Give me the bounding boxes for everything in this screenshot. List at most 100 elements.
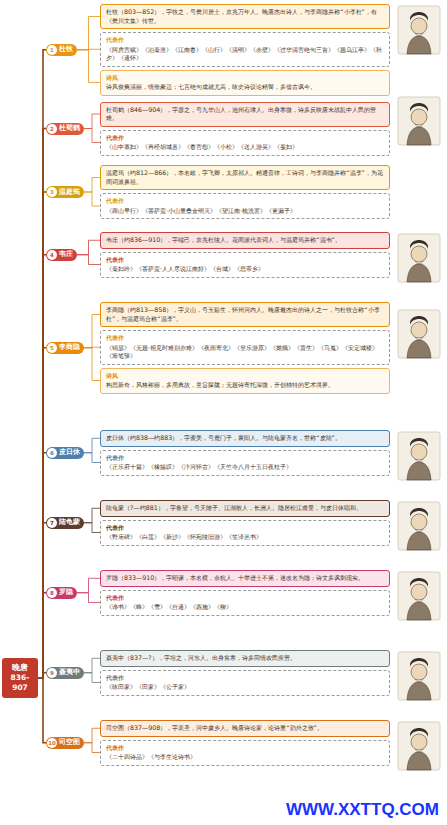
branch-connector	[84, 453, 100, 463]
body-text: 《商山早行》《菩萨蛮·小山重叠金明灭》《望江南·梳洗罢》《更漏子》	[106, 207, 384, 216]
branch-title: 罗隐	[59, 588, 73, 597]
detail-box: 诗风构思新奇，风格秾丽，多用典故，意旨朦胧；无题诗寄托深微，开创独特的艺术境界。	[100, 368, 390, 394]
body-text: 《谗书》《蜂》《雪》《自遣》《西施》《柳》	[106, 603, 384, 612]
branch-label: 2杜荀鹤	[46, 123, 84, 135]
poet-portrait	[398, 6, 440, 54]
section-heading: 代表作	[106, 134, 384, 143]
branch-connector	[77, 255, 100, 265]
branch-connector	[84, 114, 100, 129]
branch-connector	[84, 192, 100, 206]
branch-title: 陆龟蒙	[59, 518, 80, 527]
branch-connector	[38, 50, 46, 678]
branch-number: 9	[47, 668, 57, 678]
branch-number: 4	[47, 250, 57, 260]
detail-box: 代表作《锦瑟》《无题·相见时难别亦难》《夜雨寄北》《登乐游原》《嫦娥》《贾生》《…	[100, 330, 390, 365]
section-heading: 代表作	[106, 674, 384, 683]
poet-portrait	[398, 722, 440, 770]
watermark: WWW.XXTTQ.COM	[286, 800, 439, 820]
section-heading: 代表作	[106, 256, 384, 265]
section-heading: 代表作	[106, 334, 384, 343]
section-heading: 代表作	[106, 524, 384, 533]
branch-label: 4韦庄	[46, 249, 77, 261]
branch-connector	[77, 50, 100, 83]
body-text: 司空图（837—908），字表圣，河中虞乡人。晚唐诗论家，论诗重“韵外之致”。	[106, 724, 384, 733]
root-box: 晚唐 836-907	[2, 658, 38, 698]
body-text: 韦庄（约836—910），字端己，京兆杜陵人。花间派代表词人，与温庭筠并称“温韦…	[106, 236, 384, 245]
body-text: 李商隐（约813—858），字义山，号玉谿生，怀州河内人。晚唐最杰出的诗人之一，…	[106, 306, 384, 323]
branch-label: 9聂夷中	[46, 667, 84, 679]
body-text: 《野庙碑》《白莲》《新沙》《怀宛陵旧游》《笠泽丛书》	[106, 533, 384, 542]
poet-portrait	[398, 652, 440, 700]
poet-portrait	[398, 572, 440, 620]
branch-connector	[84, 178, 100, 193]
body-text: 皮日休（约838—约883），字袭美，号鹿门子，襄阳人。与陆龟蒙齐名，世称“皮陆…	[106, 434, 384, 443]
branch-label: 1杜牧	[46, 44, 77, 56]
body-text: 《锦瑟》《无题·相见时难别亦难》《夜雨寄北》《登乐游原》《嫦娥》《贾生》《马嵬》…	[106, 344, 384, 361]
detail-box: 杜荀鹤（846—904），字彦之，号九华山人，池州石埭人。出身寒微，诗多反映唐末…	[100, 102, 390, 127]
detail-box: 李商隐（约813—858），字义山，号玉谿生，怀州河内人。晚唐最杰出的诗人之一，…	[100, 302, 390, 327]
branch-label: 3温庭筠	[46, 186, 84, 198]
detail-box: 代表作《咏田家》《田家》《公子家》	[100, 670, 390, 696]
poet-portrait	[398, 97, 440, 145]
body-text: 杜牧（803—852），字牧之，号樊川居士，京兆万年人。晚唐杰出诗人，与李商隐并…	[106, 8, 384, 25]
body-text: 罗隐（833—910），字昭谏，本名横，余杭人。十举进士不第，遂改名为隐；诗文多…	[106, 574, 384, 583]
section-heading: 诗风	[106, 74, 384, 83]
body-text: 《正乐府十篇》《橡媪叹》《汴河怀古》《天竺寺八月十五日夜桂子》	[106, 463, 384, 472]
detail-box: 代表作《野庙碑》《白莲》《新沙》《怀宛陵旧游》《笠泽丛书》	[100, 520, 390, 546]
detail-box: 罗隐（833—910），字昭谏，本名横，余杭人。十举进士不第，遂改名为隐；诗文多…	[100, 570, 390, 587]
section-heading: 代表作	[106, 454, 384, 463]
root-title: 晚唐 836-907	[4, 663, 36, 693]
branch-label: 8罗隐	[46, 587, 77, 599]
detail-box: 韦庄（约836—910），字端己，京兆杜陵人。花间派代表词人，与温庭筠并称“温韦…	[100, 232, 390, 249]
branch-label: 10司空图	[46, 737, 84, 749]
branch-connector	[38, 255, 46, 678]
branch-title: 温庭筠	[59, 188, 80, 197]
branch-connector	[84, 728, 100, 743]
branch-connector	[38, 453, 46, 678]
branch-number: 8	[47, 588, 57, 598]
branch-connector	[38, 129, 46, 679]
poet-portrait	[398, 432, 440, 480]
branch-number: 3	[47, 187, 57, 197]
branch-number: 1	[47, 45, 57, 55]
branch-connector	[84, 523, 100, 533]
branch-title: 杜荀鹤	[59, 124, 80, 133]
branch-connector	[84, 658, 100, 673]
detail-box: 温庭筠（约812—866），本名岐，字飞卿，太原祁人。精通音律，工诗词，与李商隐…	[100, 165, 390, 190]
body-text: 《山中寡妇》《再经胡城县》《春宫怨》《小松》《送人游吴》《蚕妇》	[106, 143, 384, 152]
branch-number: 2	[47, 124, 57, 134]
branch-connector	[38, 348, 46, 678]
poet-portrait	[398, 310, 440, 358]
branch-connector	[84, 743, 100, 753]
branch-title: 司空图	[59, 738, 80, 747]
body-text: 陆龟蒙（?—约881），字鲁望，号天随子、江湖散人，长洲人。隐居松江甫里，与皮日…	[106, 504, 384, 513]
branch-connector	[77, 17, 100, 50]
body-text: 《阿房宫赋》《泊秦淮》《江南春》《山行》《清明》《赤壁》《过华清宫绝句三首》《题…	[106, 46, 384, 63]
body-text: 诗风俊爽清丽，情致豪迈；七言绝句成就尤高，咏史诗议论精警，多借古讽今。	[106, 83, 384, 92]
section-heading: 代表作	[106, 744, 384, 753]
section-heading: 代表作	[106, 197, 384, 206]
poet-portrait	[398, 502, 440, 550]
detail-box: 代表作《正乐府十篇》《橡媪叹》《汴河怀古》《天竺寺八月十五日夜桂子》	[100, 450, 390, 476]
branch-connector	[84, 438, 100, 453]
branch-title: 聂夷中	[59, 668, 80, 677]
branch-connector	[38, 593, 46, 678]
detail-box: 杜牧（803—852），字牧之，号樊川居士，京兆万年人。晚唐杰出诗人，与李商隐并…	[100, 4, 390, 29]
detail-box: 代表作《阿房宫赋》《泊秦淮》《江南春》《山行》《清明》《赤壁》《过华清宫绝句三首…	[100, 32, 390, 67]
body-text: 《二十四诗品》《与李生论诗书》	[106, 753, 384, 762]
detail-box: 代表作《二十四诗品》《与李生论诗书》	[100, 740, 390, 766]
detail-box: 司空图（837—908），字表圣，河中虞乡人。晚唐诗论家，论诗重“韵外之致”。	[100, 720, 390, 737]
poet-portrait	[398, 234, 440, 282]
detail-box: 聂夷中（837—?），字坦之，河东人。出身贫寒，诗多同情农民疾苦。	[100, 650, 390, 667]
branch-label: 6皮日休	[46, 447, 84, 459]
branch-connector	[38, 192, 46, 678]
branch-connector	[77, 578, 100, 593]
branch-number: 5	[47, 343, 57, 353]
section-heading: 诗风	[106, 372, 384, 381]
branch-connector	[84, 129, 100, 143]
body-text: 《秦妇吟》《菩萨蛮·人人尽说江南好》《台城》《思帝乡》	[106, 265, 384, 274]
branch-title: 韦庄	[59, 250, 73, 259]
detail-box: 代表作《谗书》《蜂》《雪》《自遣》《西施》《柳》	[100, 590, 390, 616]
body-text: 杜荀鹤（846—904），字彦之，号九华山人，池州石埭人。出身寒微，诗多反映唐末…	[106, 106, 384, 123]
